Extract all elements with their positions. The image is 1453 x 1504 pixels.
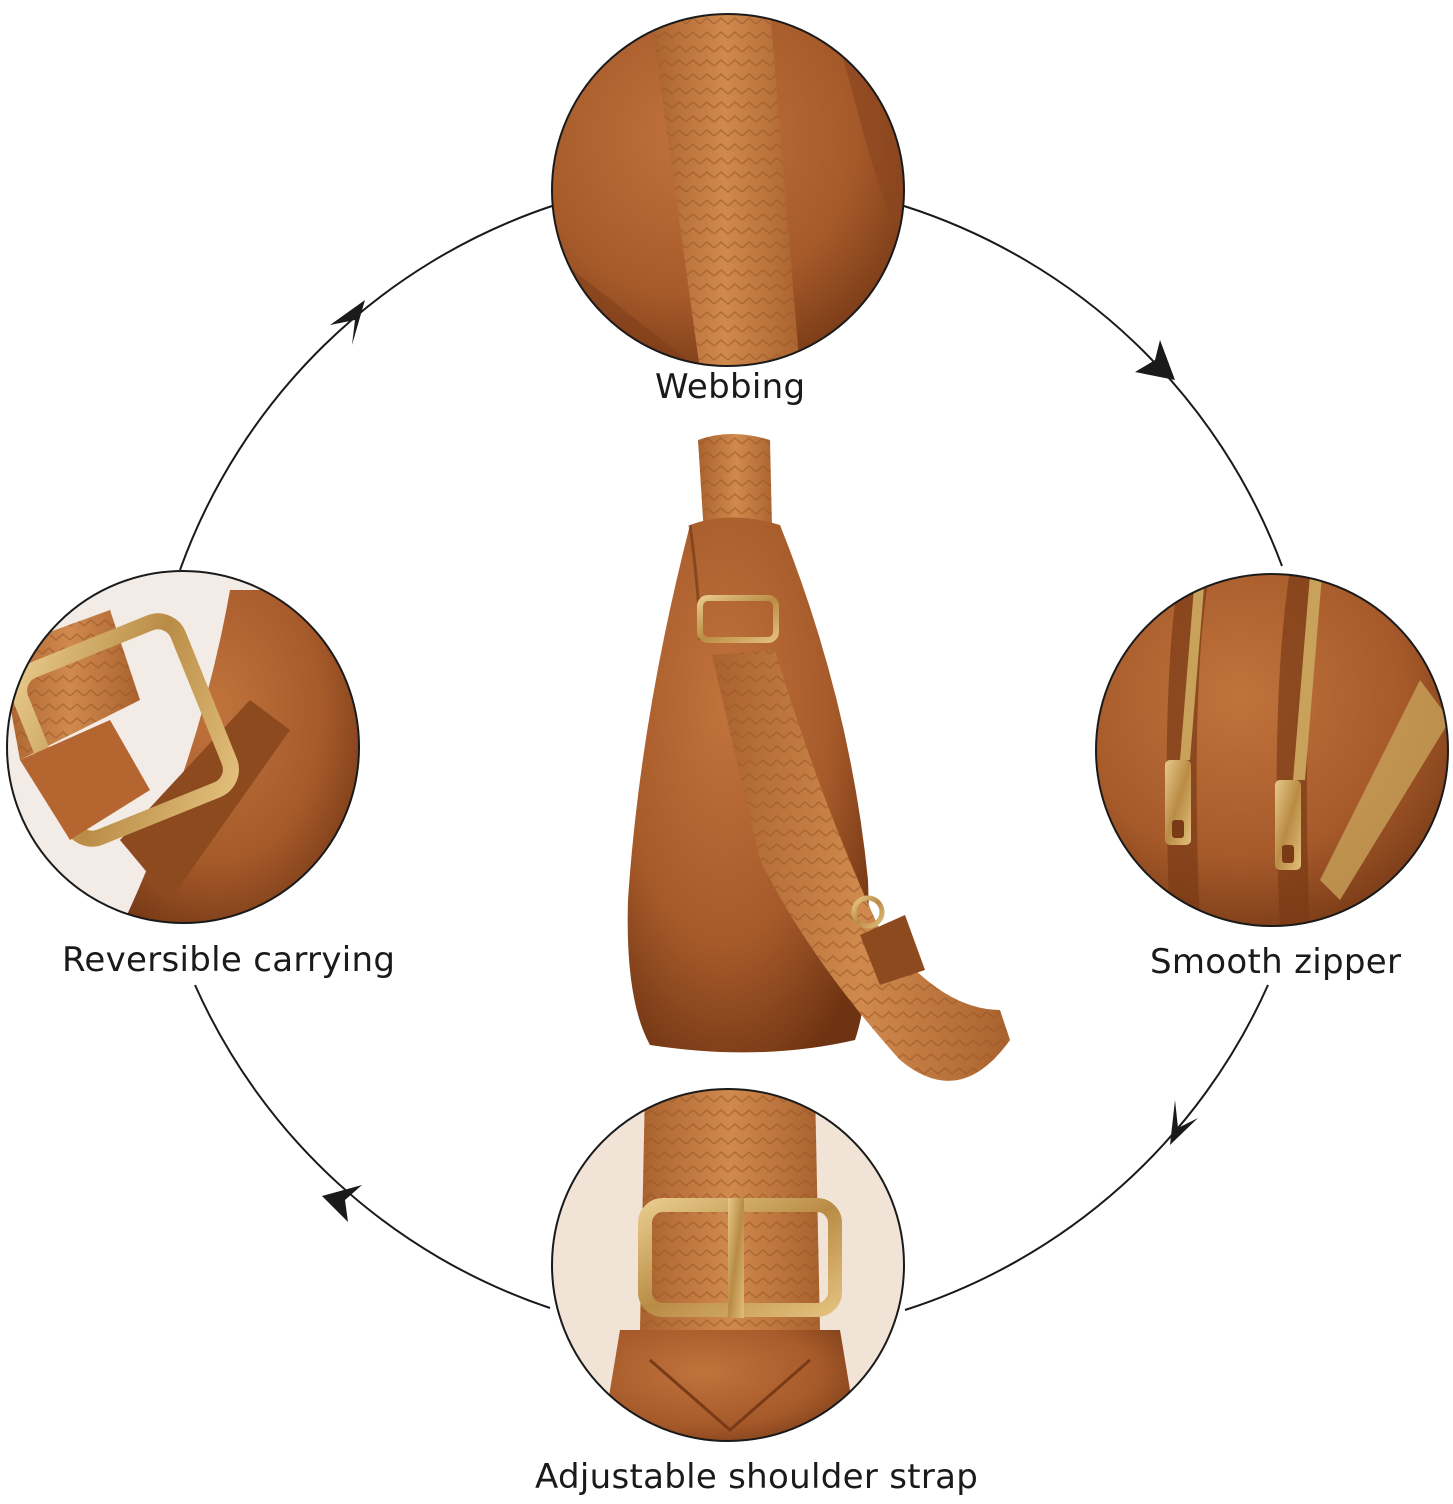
arrowhead-icon-upper-left xyxy=(330,300,365,345)
arc-top-right xyxy=(903,205,1283,567)
sling-bag-photo xyxy=(627,434,1010,1081)
arrowhead-icon xyxy=(322,300,1198,1222)
arc-left-top xyxy=(179,205,553,571)
reversible-detail-photo xyxy=(7,571,359,923)
webbing-detail-frame xyxy=(551,13,905,367)
arc-bottom-left xyxy=(194,984,551,1309)
adjustable-detail-frame xyxy=(551,1088,905,1442)
feature-label-zipper: Smooth zipper xyxy=(1150,942,1402,982)
feature-label-webbing: Webbing xyxy=(655,367,806,407)
adjustable-detail-photo xyxy=(552,1089,904,1441)
feature-label-adjustable: Adjustable shoulder strap xyxy=(535,1457,979,1497)
cycle-ring xyxy=(179,205,1283,1311)
arrowhead-icon-lower-right xyxy=(1170,1100,1198,1145)
arc-right-bottom xyxy=(904,984,1269,1311)
bag-buckle xyxy=(697,595,779,643)
arrowhead-icon-lower-left xyxy=(322,1185,362,1222)
zipper-detail-frame xyxy=(1095,573,1449,927)
zipper-detail-photo xyxy=(1096,574,1448,926)
reversible-detail-frame xyxy=(6,570,360,924)
feature-label-reversible: Reversible carrying xyxy=(62,940,396,980)
arrowhead-icon-upper-right xyxy=(1135,340,1175,380)
